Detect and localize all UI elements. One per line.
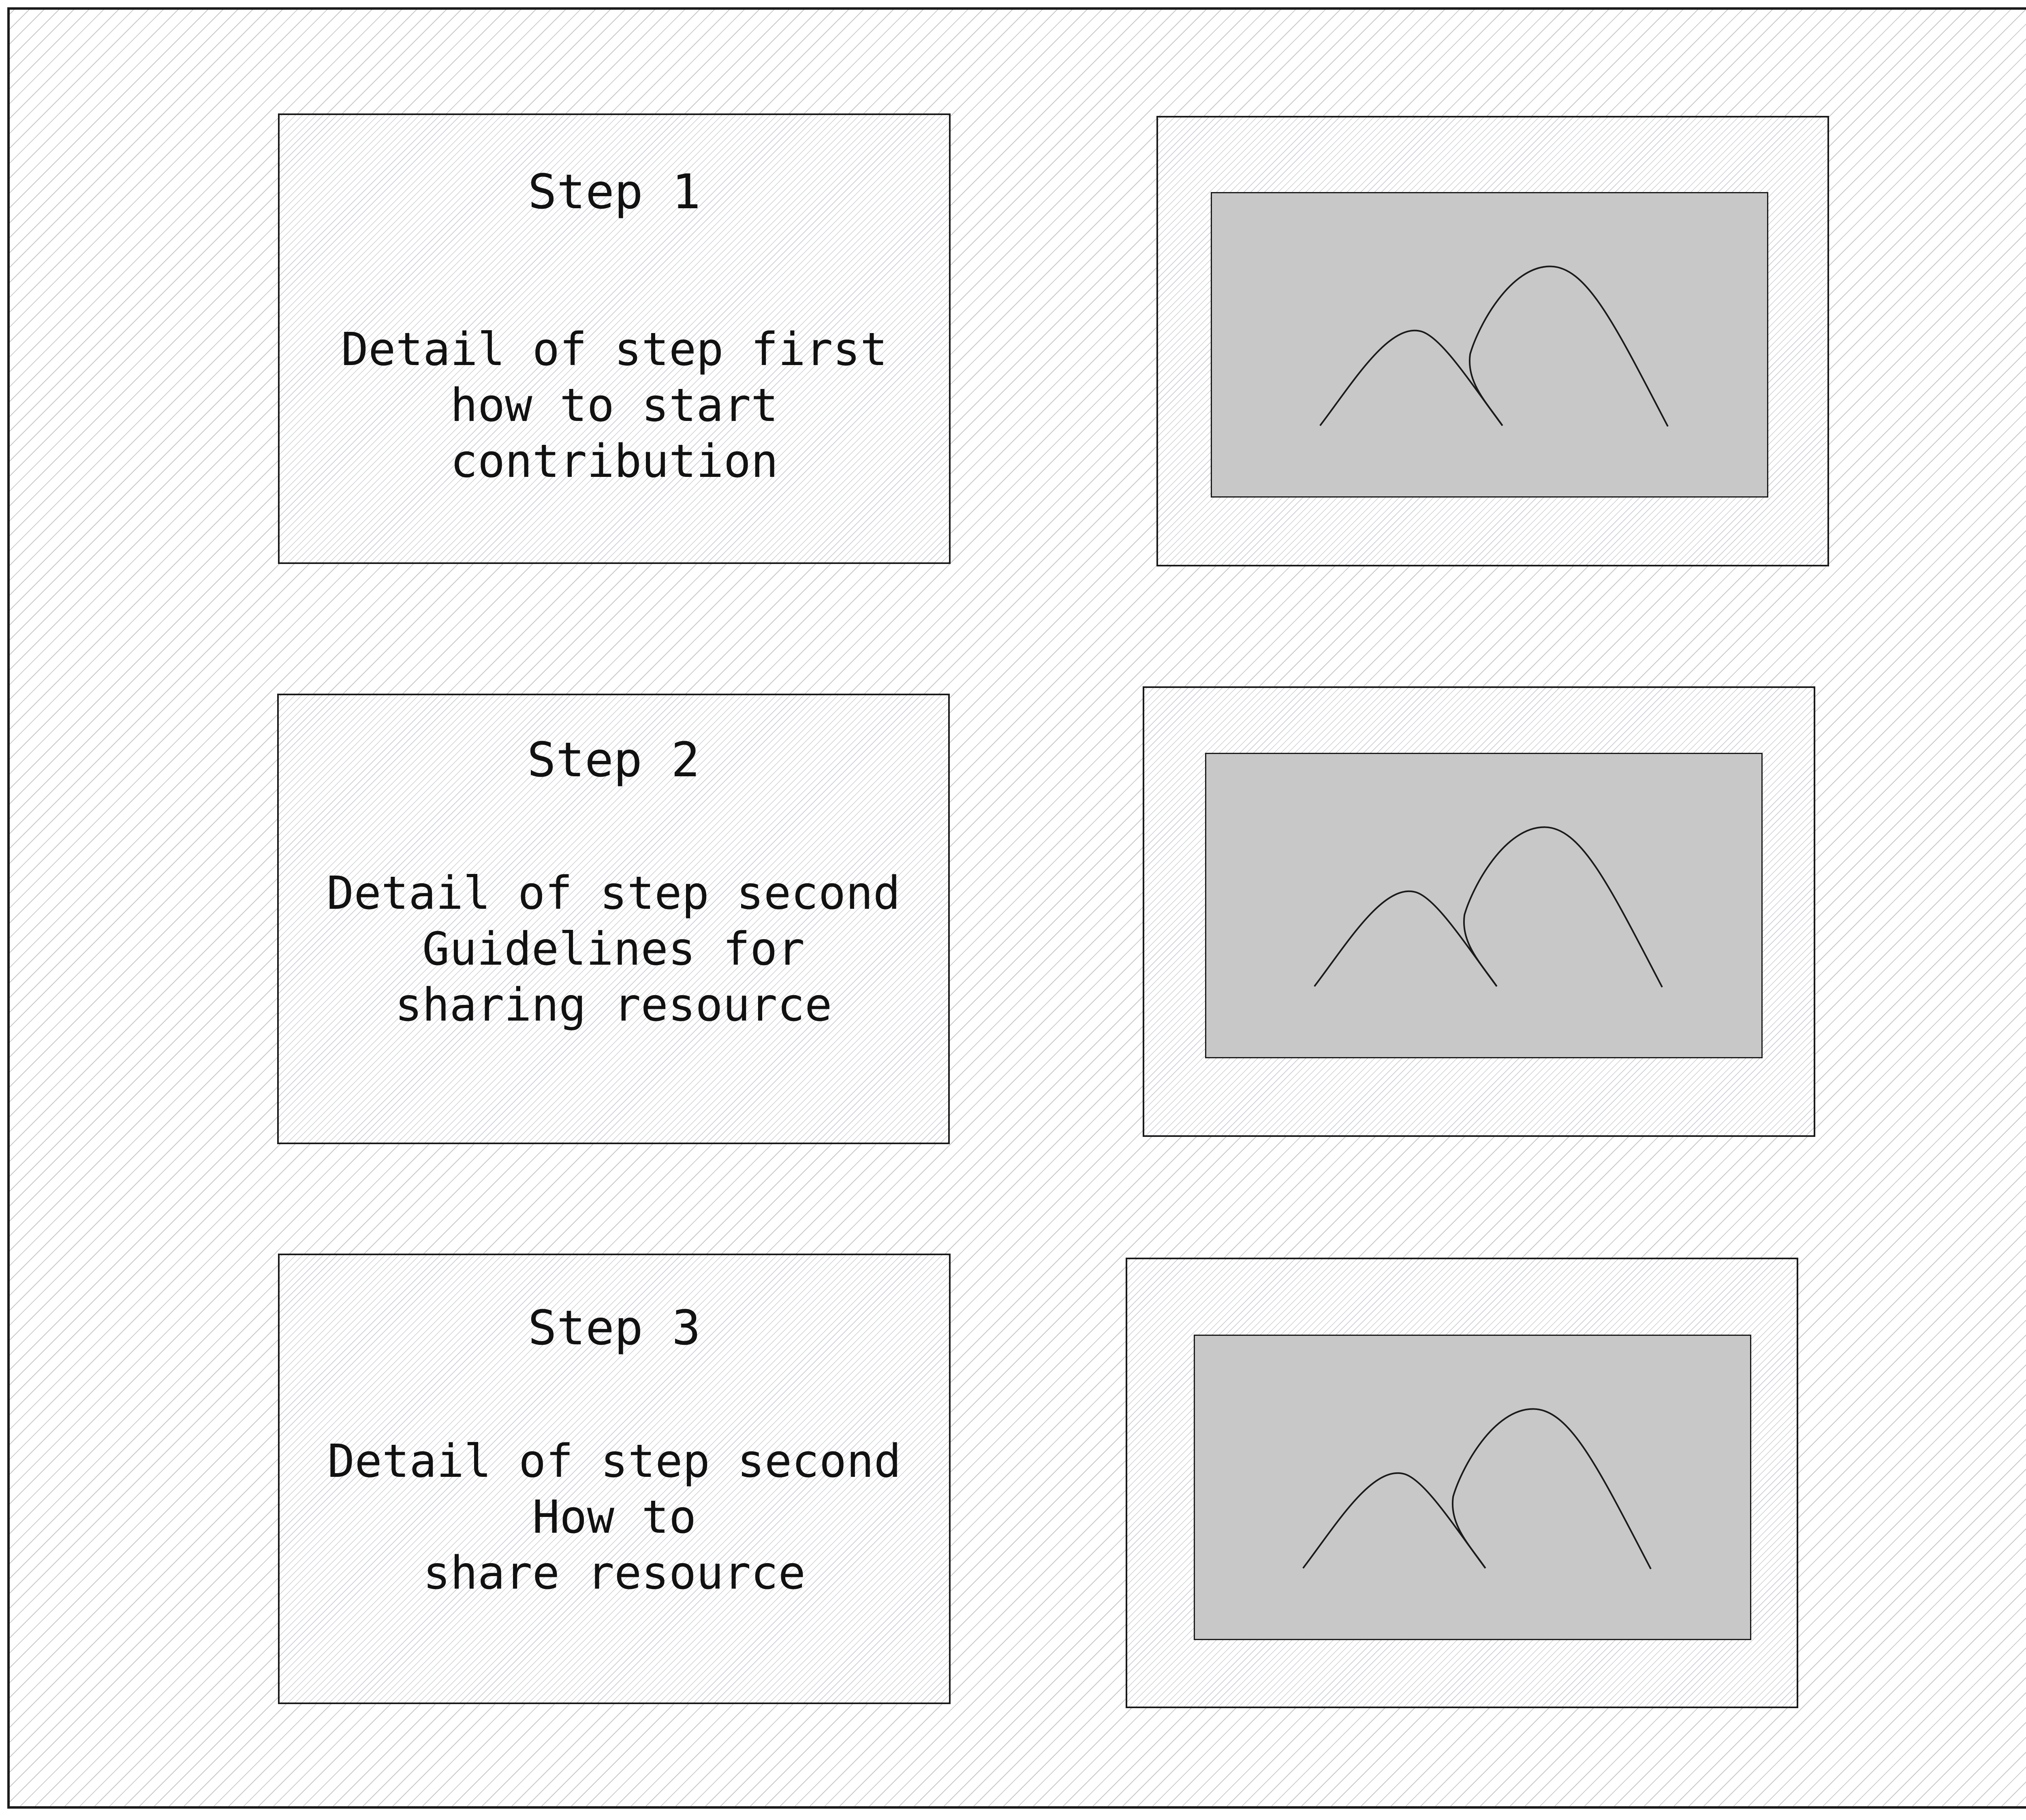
step-2-detail-line-1: Detail of step second bbox=[326, 867, 901, 920]
step-1-detail-line-3: contribution bbox=[450, 435, 778, 488]
step-1-title: Step 1 bbox=[528, 164, 701, 220]
step-3-detail-line-1: Detail of step second bbox=[327, 1435, 902, 1488]
step-3-detail-line-2: How to bbox=[532, 1491, 697, 1544]
step-3-image-card bbox=[1126, 1258, 1798, 1708]
step-1-card: Step 1 Detail of step first how to start… bbox=[278, 113, 951, 564]
image-placeholder bbox=[1211, 192, 1768, 498]
step-3-detail: Detail of step second How to share resou… bbox=[280, 1433, 949, 1601]
image-placeholder bbox=[1194, 1335, 1751, 1640]
image-placeholder bbox=[1205, 753, 1763, 1058]
step-1-detail-line-1: Detail of step first bbox=[341, 323, 888, 376]
step-2-detail-line-2: Guidelines for bbox=[422, 923, 805, 976]
step-3-detail-line-3: share resource bbox=[423, 1547, 806, 1600]
step-2-detail: Detail of step second Guidelines for sha… bbox=[279, 865, 948, 1033]
mountain-image-icon bbox=[1314, 826, 1663, 988]
step-1-image-card bbox=[1156, 116, 1829, 566]
step-1-detail: Detail of step first how to start contri… bbox=[280, 322, 949, 489]
step-3-title: Step 3 bbox=[528, 1300, 701, 1356]
mountain-image-icon bbox=[1302, 1408, 1652, 1570]
step-1-detail-line-2: how to start bbox=[450, 379, 778, 432]
mountain-image-icon bbox=[1319, 265, 1669, 427]
diagram-canvas: Step 1 Detail of step first how to start… bbox=[7, 7, 2026, 1809]
step-3-card: Step 3 Detail of step second How to shar… bbox=[278, 1254, 951, 1704]
step-2-image-card bbox=[1143, 686, 1815, 1137]
step-2-title: Step 2 bbox=[527, 732, 700, 788]
step-2-detail-line-3: sharing resource bbox=[395, 979, 832, 1032]
step-2-card: Step 2 Detail of step second Guidelines … bbox=[277, 694, 950, 1144]
